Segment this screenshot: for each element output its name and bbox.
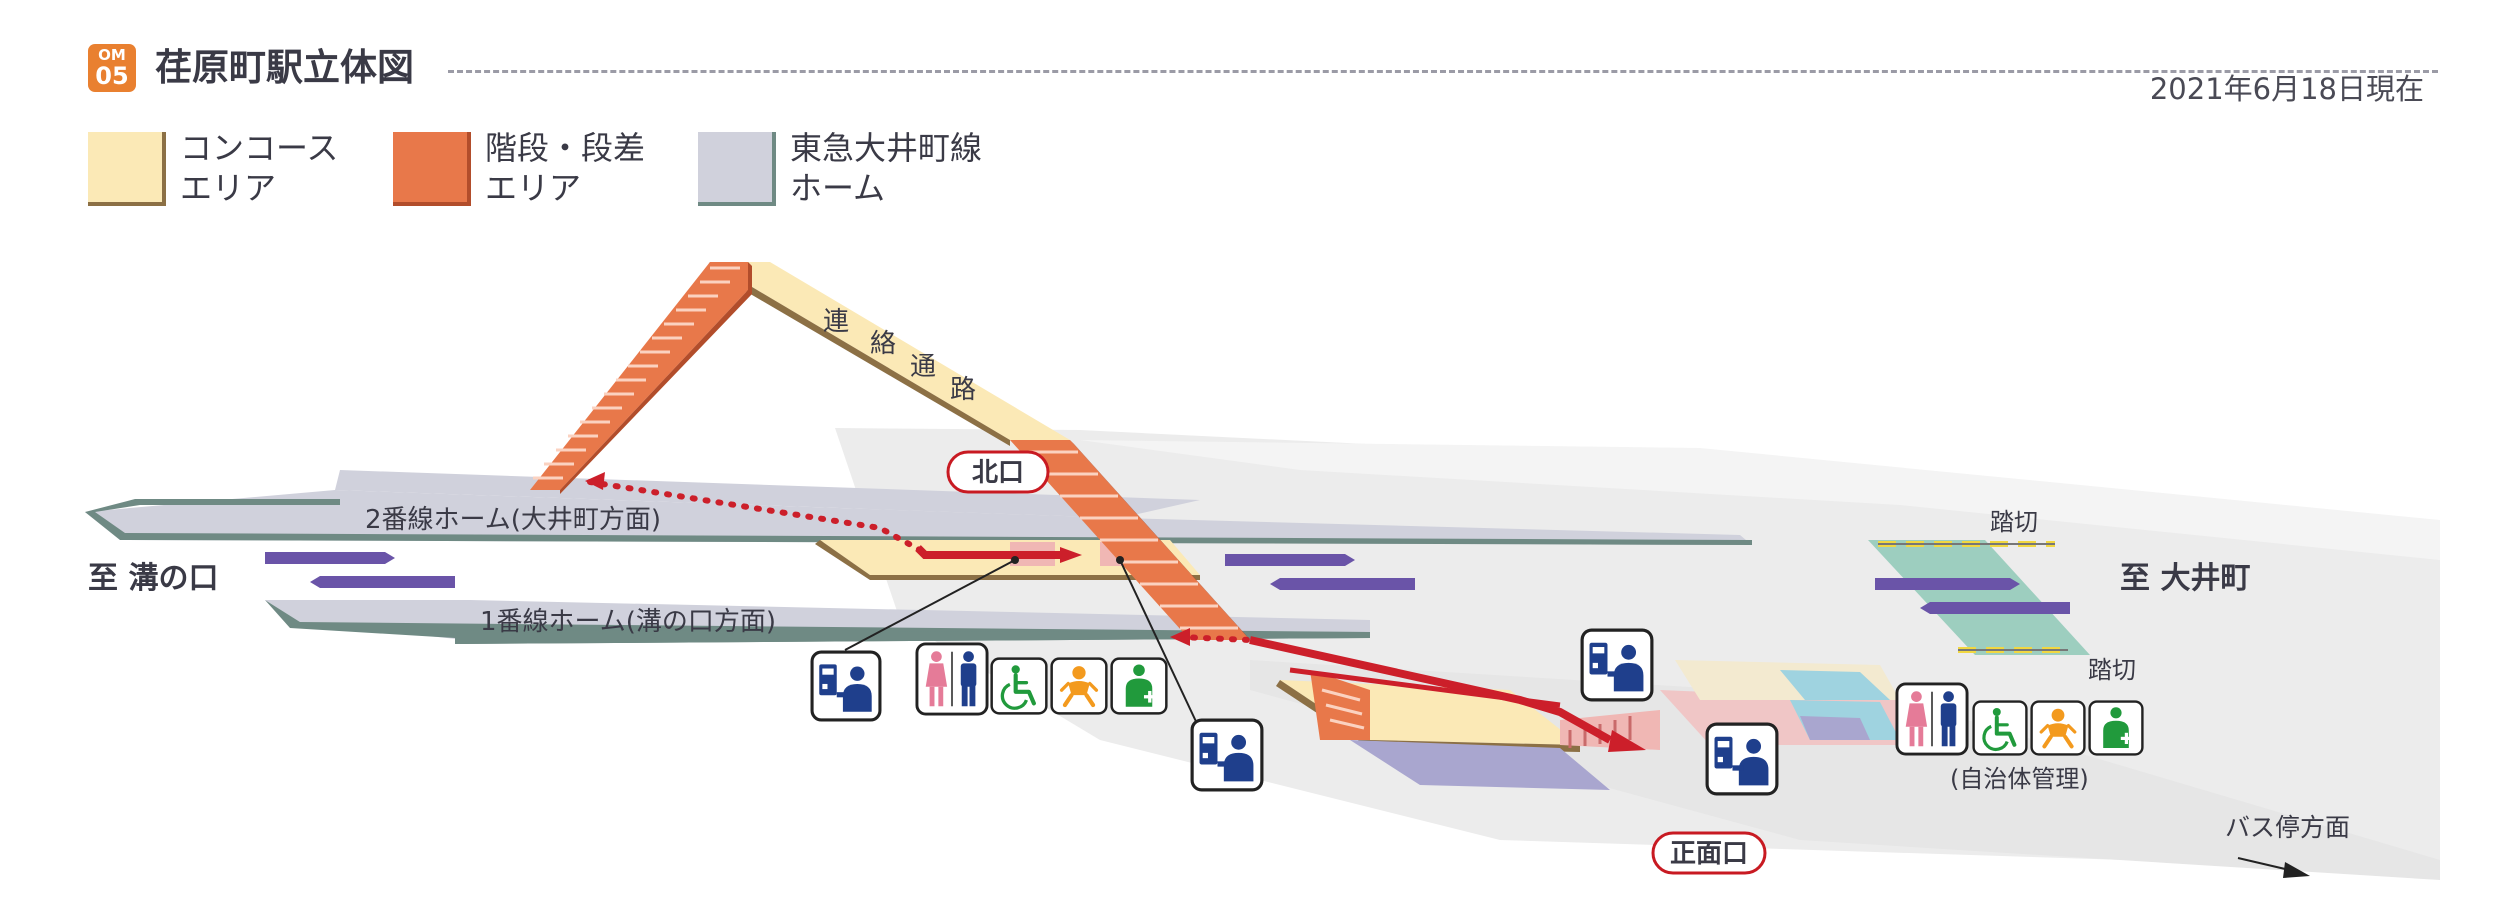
- crossing-label-lower: 踏切: [2088, 656, 2136, 684]
- bus-direction-arrow-icon: [2237, 857, 2310, 878]
- date-note: 2021年6月18日現在: [2149, 72, 2424, 106]
- passage-char-3: 通: [910, 352, 936, 382]
- long-stairs: [1010, 440, 1254, 644]
- exit-badge-front: 正面口: [1651, 831, 1767, 875]
- baby-care-icon: [1052, 659, 1107, 714]
- multipurpose-toilet-icon: [2088, 700, 2144, 756]
- wheelchair-icon: [1972, 700, 2028, 756]
- passage-label: 連 絡 通 路: [823, 307, 976, 405]
- diagram-header: OM 05 荏原町駅立体図 2021年6月18日現在 コンコースエリア 階段・段…: [0, 0, 2500, 240]
- platform-1-label: 1番線ホーム(溝の口方面): [480, 607, 776, 637]
- toilet-icon: [915, 642, 989, 716]
- passage-char-4: 路: [950, 375, 976, 405]
- station-number-badge: OM 05: [88, 44, 136, 92]
- legend-swatch-concourse: [88, 132, 166, 206]
- legend-swatch-stairs: [393, 132, 471, 206]
- exit-badge-north: 北口: [946, 450, 1050, 494]
- north-stairs: [530, 262, 752, 494]
- municipal-note: (自治体管理): [1950, 765, 2089, 793]
- platform-1: [265, 600, 1370, 644]
- exit-front-label: 正面口: [1670, 839, 1748, 869]
- direction-east-label: 至 大井町: [2120, 561, 2250, 596]
- legend-label-platform: 東急大井町線ホーム: [790, 129, 983, 207]
- direction-west-label: 至 溝の口: [88, 561, 218, 596]
- legend-label-concourse: コンコースエリア: [180, 129, 339, 207]
- toilet-icon: [1895, 682, 1969, 756]
- title-divider: [448, 70, 2438, 73]
- leader-lines: [844, 556, 1201, 731]
- train-direction-arrows: [265, 552, 2070, 614]
- crossing-label-upper: 踏切: [1990, 508, 2038, 536]
- direction-bus-label: バス停方面: [2225, 813, 2350, 842]
- station-line-code: OM: [98, 46, 126, 64]
- ticket-machine-icon: [1580, 628, 1654, 702]
- ticket-machine-icon: [1705, 722, 1779, 796]
- accessible-route: [585, 472, 1646, 752]
- station-number: 05: [95, 62, 129, 90]
- baby-care-icon: [2030, 700, 2086, 756]
- passage-char-1: 連: [823, 307, 849, 337]
- page-title: 荏原町駅立体図: [155, 46, 414, 89]
- ticket-machine-icon: [810, 650, 882, 722]
- platform-2-label: 2番線ホーム(大井町方面): [365, 505, 661, 535]
- legend-label-stairs: 階段・段差エリア: [485, 129, 646, 207]
- multipurpose-toilet-icon: [1110, 657, 1168, 715]
- legend-swatch-platform: [698, 132, 776, 206]
- wheelchair-icon: [992, 659, 1047, 714]
- level-crossing: [1868, 540, 2090, 655]
- ticket-machine-icon: [1190, 718, 1264, 792]
- exit-north-label: 北口: [972, 458, 1024, 488]
- passage-char-2: 絡: [870, 329, 896, 359]
